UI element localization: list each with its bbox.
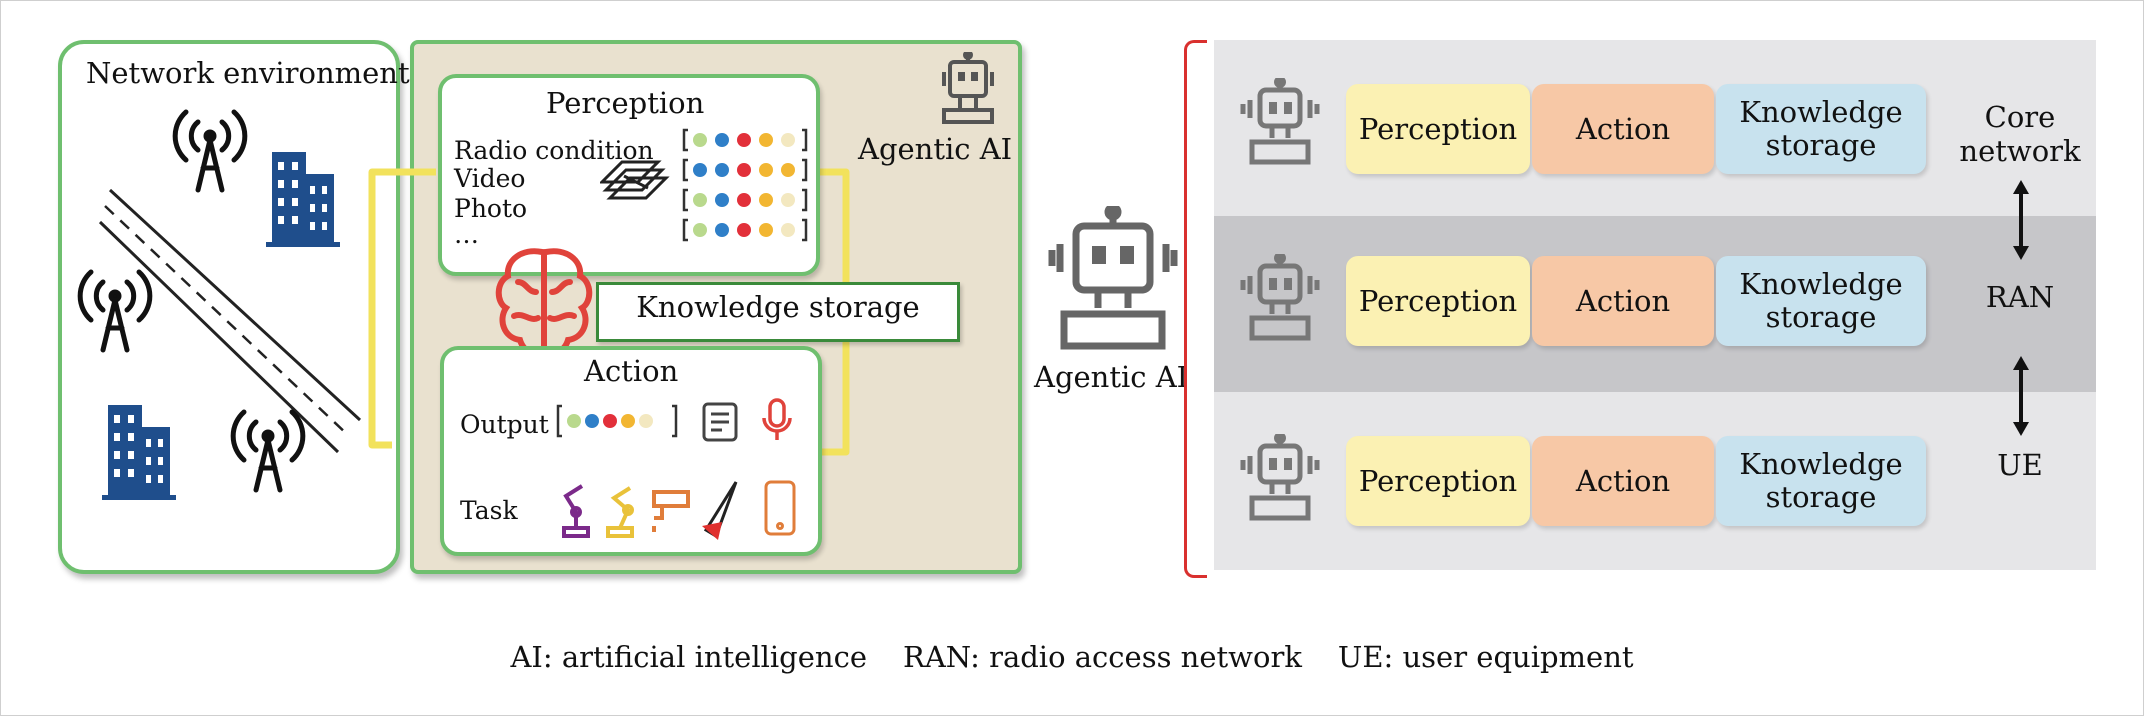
action-box — [440, 346, 822, 556]
token-vector-icon — [556, 404, 678, 438]
vector-bracket — [682, 188, 808, 212]
smartphone-icon — [764, 480, 796, 536]
caption-ran: RAN: radio access network — [902, 640, 1302, 674]
knowledge-storage-pill: Knowledge storage — [1716, 256, 1926, 346]
bidirectional-arrow-icon — [2013, 356, 2029, 436]
agentic-ai-label: Agentic AI — [1034, 360, 1189, 394]
token-dot — [759, 163, 773, 177]
perception-pill: Perception — [1346, 436, 1530, 526]
perception-encoding-illustration — [600, 128, 808, 242]
robot-icon — [1240, 254, 1320, 341]
building-icon — [102, 405, 176, 500]
token-dot — [781, 163, 795, 177]
action-pill: Action — [1532, 256, 1714, 346]
robot-arm-icon — [606, 486, 634, 538]
action-pill: Action — [1532, 84, 1714, 174]
agentic-ai-label: Agentic AI — [858, 132, 1013, 166]
caption-ue: UE: user equipment — [1337, 640, 1634, 674]
loop-arrow-left — [368, 168, 436, 449]
data-stack-icon — [600, 160, 670, 200]
robot-icon — [1240, 434, 1320, 521]
perception-input-radio: Radio condition — [454, 136, 654, 165]
vector-bracket — [682, 158, 808, 182]
action-task-label: Task — [460, 496, 518, 525]
token-dot — [759, 133, 773, 147]
cone-icon — [702, 481, 738, 540]
token-dot — [693, 163, 707, 177]
vector-bracket — [682, 128, 808, 152]
vector-bracket — [682, 218, 808, 242]
layer-name-ue: UE — [1997, 448, 2043, 482]
building-icon — [266, 152, 340, 247]
perception-pill: Perception — [1346, 84, 1530, 174]
token-dot — [693, 133, 707, 147]
antenna-tower-icon — [172, 109, 248, 193]
knowledge-storage-pill: Knowledge storage — [1716, 436, 1926, 526]
caption-ai: AI: artificial intelligence — [510, 640, 867, 674]
token-dot — [693, 223, 707, 237]
action-title: Action — [584, 354, 679, 388]
perception-input-photo: Photo — [454, 194, 528, 223]
layer-name-core-network: Core network — [1959, 100, 2081, 168]
token-dot — [715, 163, 729, 177]
antenna-tower-icon — [230, 409, 306, 493]
perception-box — [438, 74, 820, 276]
action-pill: Action — [1532, 436, 1714, 526]
token-dot — [781, 133, 795, 147]
layer-name-ran: RAN — [1985, 280, 2055, 314]
robot-icon — [942, 52, 994, 124]
token-dot — [781, 193, 795, 207]
knowledge-storage-box — [596, 282, 960, 342]
robot-icon — [1240, 78, 1320, 165]
robot-arm-icon — [562, 484, 590, 538]
token-dot — [759, 223, 773, 237]
perception-input-video: Video — [454, 164, 526, 193]
perception-pill: Perception — [1346, 256, 1530, 346]
token-vector-icon — [682, 128, 808, 242]
robot-icon — [1048, 206, 1178, 350]
abbreviations-caption: AI: artificial intelligence RAN: radio a… — [0, 640, 2144, 674]
document-icon — [702, 402, 738, 442]
token-dot — [737, 163, 751, 177]
action-output-label: Output — [460, 410, 549, 439]
token-dot — [693, 193, 707, 207]
token-dot — [737, 223, 751, 237]
knowledge-storage-pill: Knowledge storage — [1716, 84, 1926, 174]
action-illustrations — [556, 398, 796, 540]
perception-title: Perception — [546, 86, 705, 120]
network-environment-title: Network environment — [86, 56, 410, 90]
camera-icon — [652, 490, 690, 532]
token-dot — [715, 133, 729, 147]
token-dot — [781, 223, 795, 237]
bidirectional-arrow-icon — [2013, 180, 2029, 260]
perception-input-more: … — [454, 220, 479, 249]
knowledge-storage-label: Knowledge storage — [636, 290, 920, 324]
token-dot — [759, 193, 773, 207]
token-dot — [737, 193, 751, 207]
token-dot — [737, 133, 751, 147]
microphone-icon — [762, 398, 792, 440]
token-dot — [715, 193, 729, 207]
road-icon — [98, 188, 362, 454]
network-environment-illustration — [77, 109, 362, 500]
layers-bracket — [1184, 40, 1207, 578]
token-dot — [715, 223, 729, 237]
antenna-tower-icon — [77, 269, 153, 353]
